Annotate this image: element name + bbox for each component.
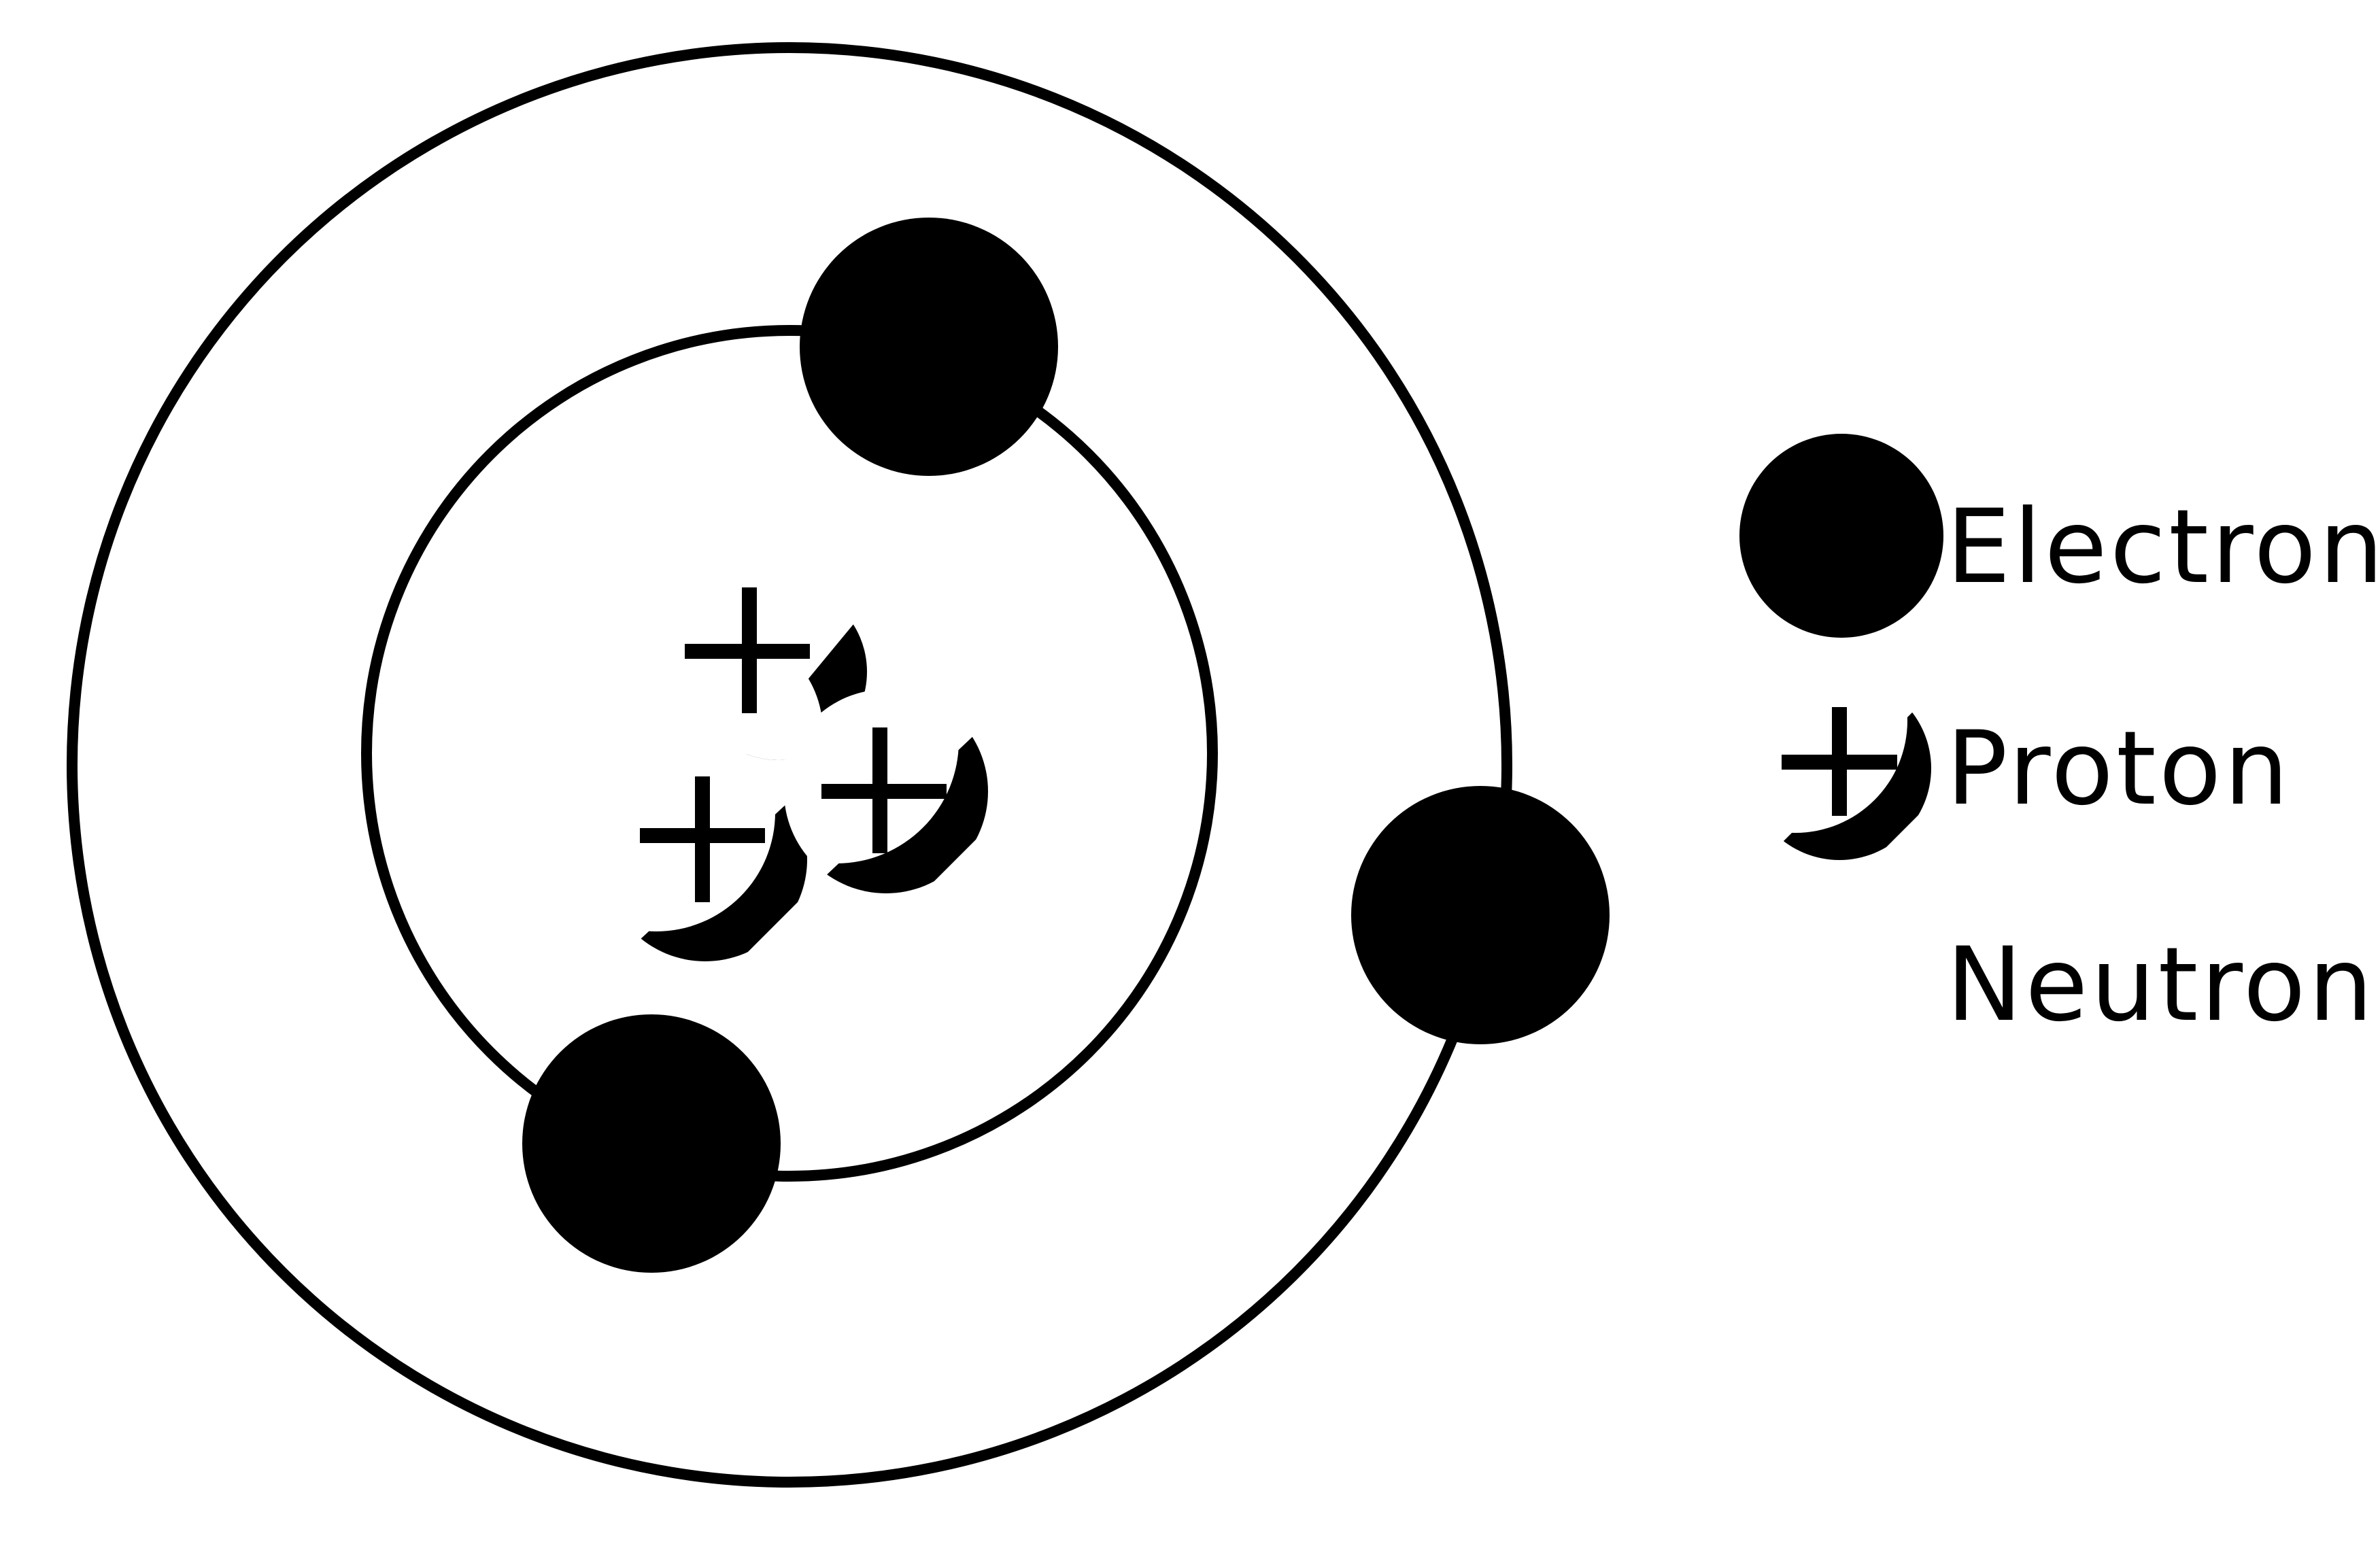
legend-neutron: Neutron [1946, 926, 2376, 1044]
electron-bottom [522, 1014, 781, 1273]
electron-icon [1739, 434, 1943, 638]
electron-top [800, 218, 1058, 476]
legend-proton-label: Proton [1946, 710, 2292, 828]
legend-electron-label: Electron [1946, 488, 2380, 606]
nucleus [603, 583, 988, 961]
proton-3 [784, 689, 988, 893]
proton-icon [1748, 676, 1931, 860]
legend-neutron-label: Neutron [1946, 926, 2376, 1044]
inner-orbit [361, 325, 1218, 1182]
proton-2 [603, 757, 807, 961]
legend-electron: Electron [1739, 434, 2380, 638]
electron-right [1351, 786, 1610, 1044]
outer-orbit [67, 42, 1512, 1488]
legend: Electron Proton Neutron [1739, 434, 2380, 1044]
legend-proton: Proton [1748, 676, 2292, 860]
